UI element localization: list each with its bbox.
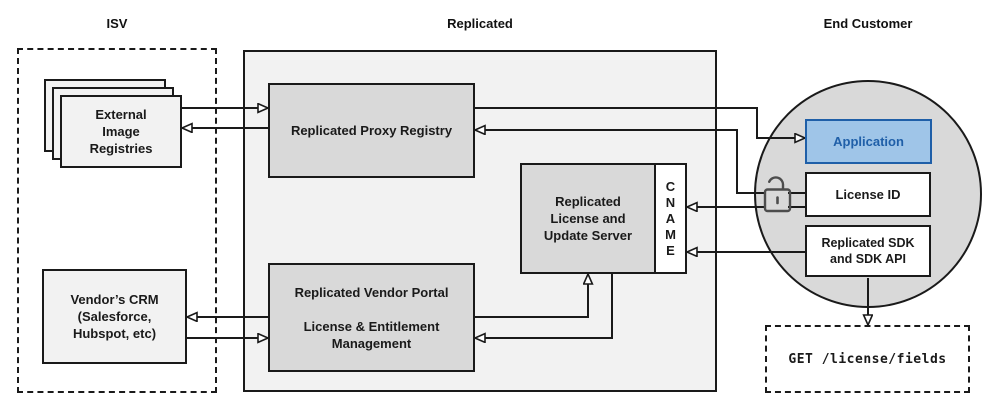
edge-server-to-portal [475,273,613,338]
cname-strip: C N A M E [654,163,687,274]
application-node: Application [805,119,932,164]
vendor-crm-node: Vendor’s CRM (Salesforce, Hubspot, etc) [42,269,187,364]
section-title-end-customer: End Customer [823,16,913,31]
external-image-registries-node: External Image Registries [60,95,182,168]
license-id-node: License ID [805,172,931,217]
edge-license-to-proxy [475,130,766,194]
section-title-replicated: Replicated [447,16,513,31]
get-license-fields-node: GET /license/fields [765,325,970,393]
edge-portal-to-server [475,274,588,318]
proxy-registry-node: Replicated Proxy Registry [268,83,475,178]
replicated-sdk-node: Replicated SDK and SDK API [805,225,931,277]
unlock-icon [763,176,792,213]
vendor-portal-node: Replicated Vendor Portal License & Entit… [268,263,475,372]
edge-proxy-to-application [475,107,805,138]
license-update-server-node: Replicated License and Update Server [520,163,656,274]
section-title-isv: ISV [106,16,128,31]
